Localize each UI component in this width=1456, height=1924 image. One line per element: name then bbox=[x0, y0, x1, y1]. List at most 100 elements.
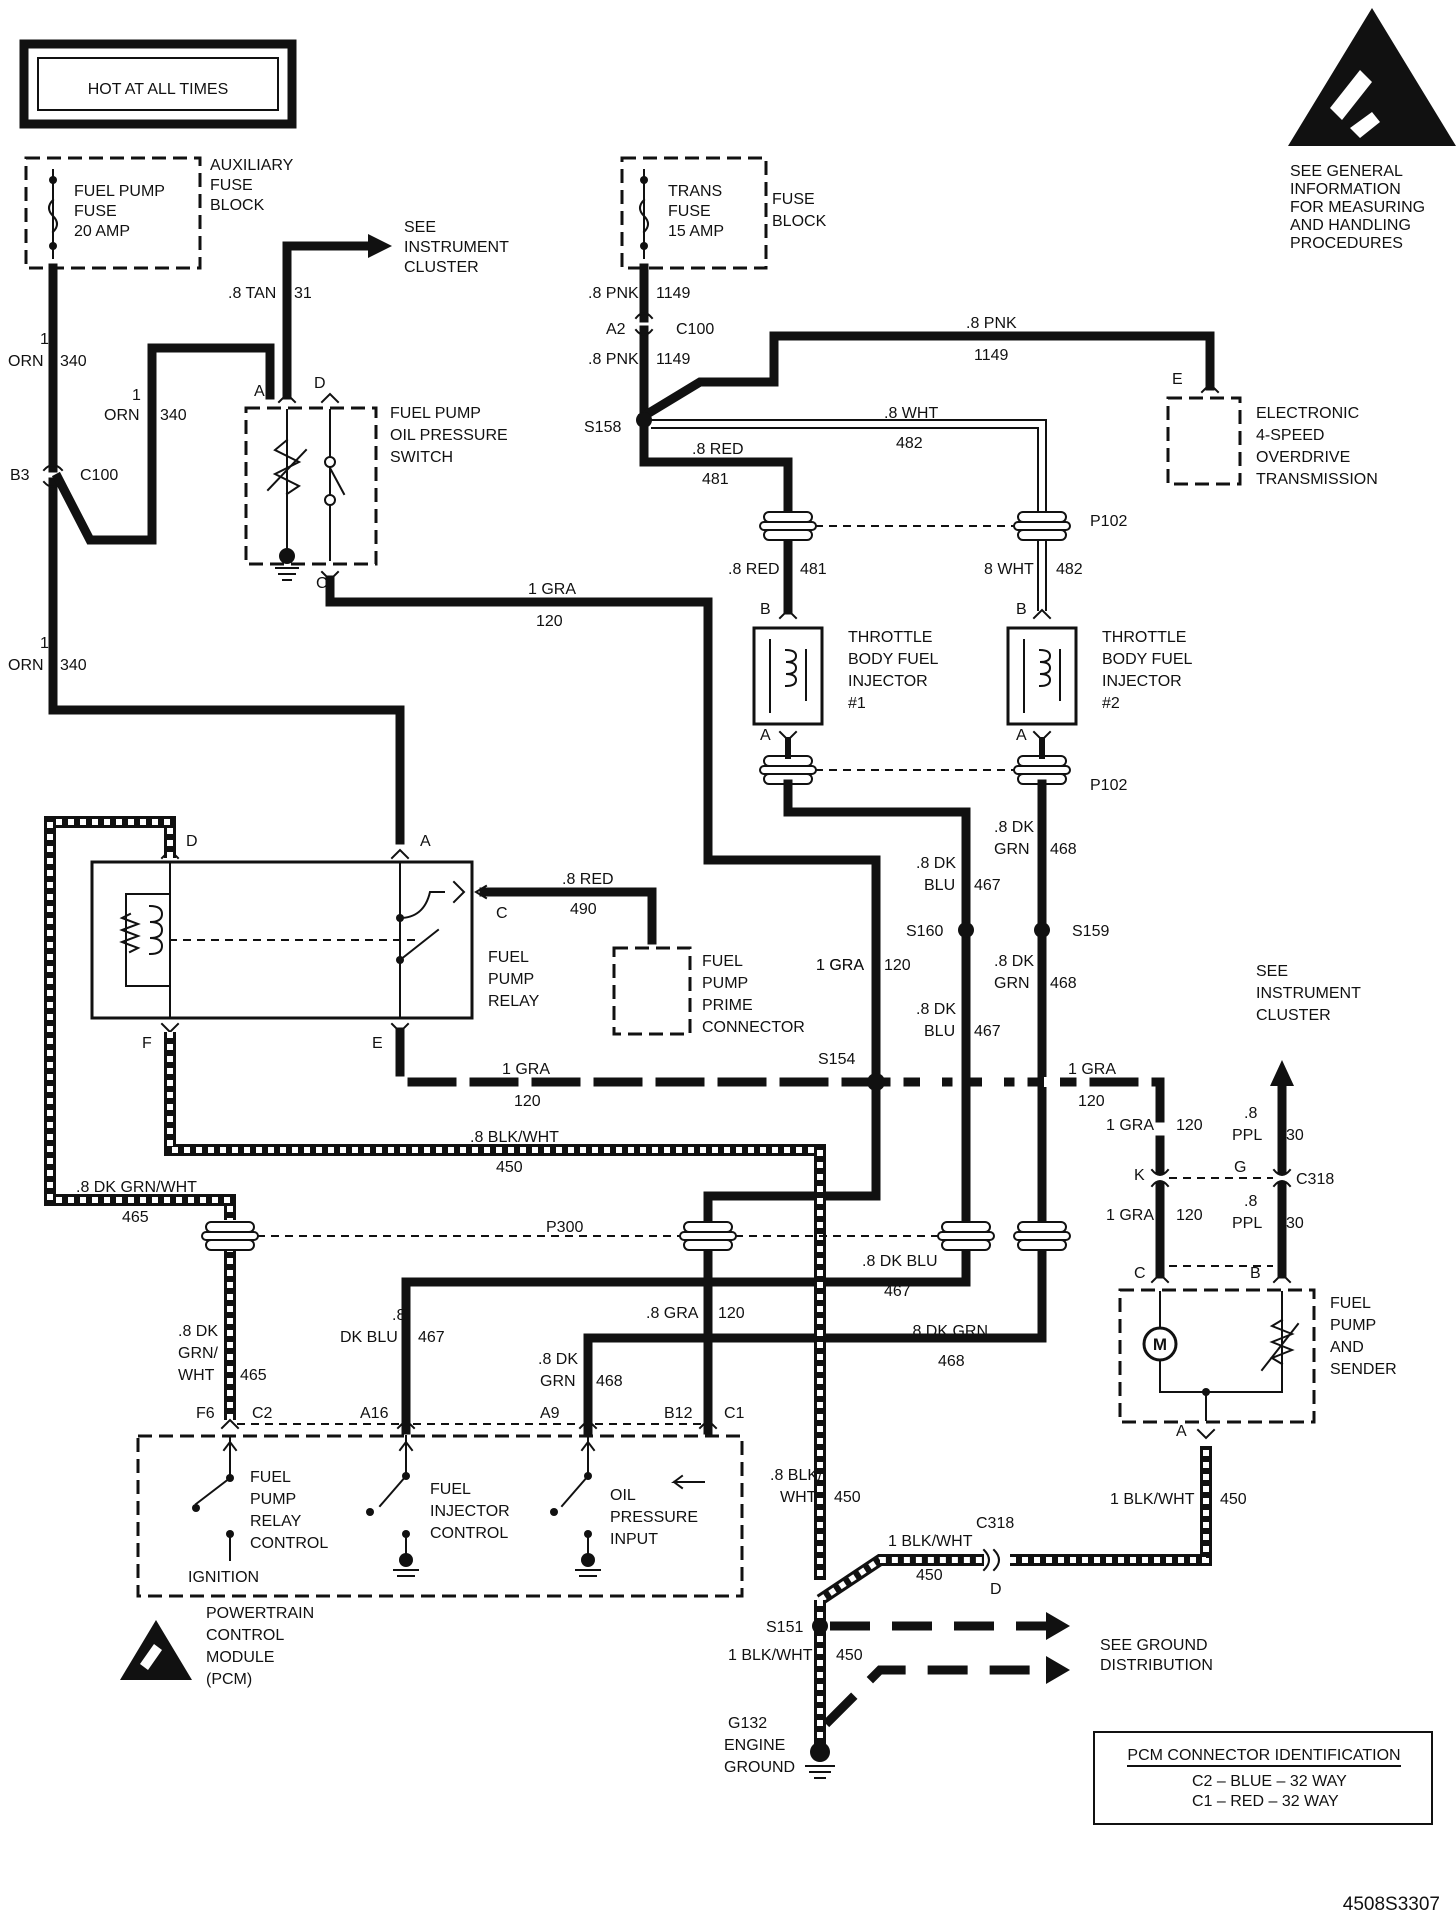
label-components-inj2-2: INJECTOR bbox=[1102, 673, 1182, 690]
label-components-inj2-1: BODY FUEL bbox=[1102, 651, 1193, 668]
label-wire-labels-orn1b: ORN bbox=[8, 353, 44, 370]
label-wire-labels-c120f: 120 bbox=[1176, 1207, 1203, 1224]
label-components-pump-sender-0: FUEL bbox=[1330, 1295, 1371, 1312]
label-wire-labels-dkblu1b: BLU bbox=[924, 877, 955, 894]
label-wire-labels-c468d: 468 bbox=[596, 1373, 623, 1390]
label-wire-labels-c468b: 468 bbox=[1050, 975, 1077, 992]
connector-c100-b3: B3 C100 bbox=[10, 464, 118, 488]
splice-s160 bbox=[958, 922, 974, 938]
label-connectors-pin-c2: C bbox=[496, 905, 508, 922]
label-components-pump-sender-3: SENDER bbox=[1330, 1361, 1397, 1378]
g132-engine-ground-icon: G132 ENGINE GROUND bbox=[724, 1715, 835, 1779]
label-components-inj1-0: THROTTLE bbox=[848, 629, 932, 646]
label-connectors-pin-g: G bbox=[1234, 1159, 1246, 1176]
label-components-pcm-oil-2: INPUT bbox=[610, 1531, 658, 1548]
label-wire-labels-dkgrn4b: GRN bbox=[540, 1373, 576, 1390]
wire-gra-120-relay bbox=[395, 1027, 1165, 1279]
label-connectors-s160: S160 bbox=[906, 923, 943, 940]
label-wire-labels-orn1: 1 bbox=[40, 331, 49, 348]
label-connectors-pin-e2: E bbox=[372, 1035, 383, 1052]
label-wire-labels-blkwht4: 1 BLK/WHT bbox=[728, 1647, 813, 1664]
label-connectors-pin-b2: B bbox=[1016, 601, 1027, 618]
throttle-body-injector-2: B THROTTLE BODY FUEL INJECTOR #2 A bbox=[1006, 601, 1193, 744]
label-wire-labels-c450b: 450 bbox=[834, 1489, 861, 1506]
label-fuses-fuel-pump-2: 20 AMP bbox=[74, 223, 130, 240]
label-components-inj2-3: #2 bbox=[1102, 695, 1120, 712]
label-components-ground-dist-1: DISTRIBUTION bbox=[1100, 1657, 1213, 1674]
label-wire-labels-blkwht3: 1 BLK/WHT bbox=[888, 1533, 973, 1550]
label-wire-labels-c468a: 468 bbox=[1050, 841, 1077, 858]
connector-c318-ground: C318 D bbox=[976, 1515, 1014, 1598]
esd-small-icon bbox=[120, 1620, 192, 1680]
label-wire-labels-pnk1: .8 PNK bbox=[588, 285, 639, 302]
label-components-pcm-relay-0: FUEL bbox=[250, 1469, 291, 1486]
label-wire-labels-dkgrnwht2c: WHT bbox=[178, 1367, 215, 1384]
label-components-oil-switch-1: OIL PRESSURE bbox=[390, 427, 508, 444]
label-wire-labels-dkgrn2: .8 DK bbox=[994, 953, 1034, 970]
label-wire-labels-red1: .8 RED bbox=[692, 441, 744, 458]
label-wire-labels-orn2: 1 bbox=[132, 387, 141, 404]
label-connectors-s159: S159 bbox=[1072, 923, 1109, 940]
label-connectors-p300: P300 bbox=[546, 1219, 583, 1236]
label-components-pcm-relay-1: PUMP bbox=[250, 1491, 296, 1508]
label-connectors-pin-d1: D bbox=[314, 375, 326, 392]
label-connectors-pin-c1: C bbox=[316, 575, 328, 592]
label-components-pump-sender-1: PUMP bbox=[1330, 1317, 1376, 1334]
see-instrument-cluster-1: SEE INSTRUMENT CLUSTER bbox=[404, 219, 509, 276]
label-components-relay-0: FUEL bbox=[488, 949, 529, 966]
label-connectors-pin-b3: B bbox=[1250, 1265, 1261, 1282]
label-components-inj1-3: #1 bbox=[848, 695, 866, 712]
label-wire-labels-c482a: 482 bbox=[896, 435, 923, 452]
label-wire-labels-c120e: 120 bbox=[884, 957, 911, 974]
label-wire-labels-dkgrn1: .8 DK bbox=[994, 819, 1034, 836]
label-wire-labels-ppl1b: PPL bbox=[1232, 1127, 1262, 1144]
label-components-pcm-relay-3: CONTROL bbox=[250, 1535, 328, 1552]
label-wire-labels-blkwht5: 1 BLK/WHT bbox=[1110, 1491, 1195, 1508]
label-components-g132-1: ENGINE bbox=[724, 1737, 785, 1754]
label-connectors-b12: B12 bbox=[664, 1405, 693, 1422]
label-fuses-trans-1: FUSE bbox=[668, 203, 711, 220]
label-wire-labels-c1149b: 1149 bbox=[656, 351, 691, 368]
label-connectors-c318a: C318 bbox=[1296, 1171, 1334, 1188]
label-wire-labels-pnk3: .8 PNK bbox=[966, 315, 1017, 332]
fuel-pump-prime-connector: FUEL PUMP PRIME CONNECTOR bbox=[612, 946, 805, 1036]
label-fuses-trans-2: 15 AMP bbox=[668, 223, 724, 240]
label-connectors-a9: A9 bbox=[540, 1405, 560, 1422]
wire-blkwht-450 bbox=[164, 1032, 1212, 1748]
label-components-instrument1-2: CLUSTER bbox=[404, 259, 479, 276]
label-wire-labels-dkgrn2b: GRN bbox=[994, 975, 1030, 992]
label-components-pcm-2: MODULE bbox=[206, 1649, 274, 1666]
label-components-pcm-3: (PCM) bbox=[206, 1671, 252, 1688]
label-fuses-fuel-pump-0: FUEL PUMP bbox=[74, 183, 165, 200]
label-wire-labels-c467d: 467 bbox=[418, 1329, 445, 1346]
wire-pnk-1149 bbox=[637, 263, 1215, 425]
label-pcm-connector-rows-1: C1 – RED – 32 WAY bbox=[1192, 1793, 1339, 1810]
label-components-inj2-0: THROTTLE bbox=[1102, 629, 1186, 646]
splice-s159 bbox=[1034, 922, 1050, 938]
label-connectors-c1: C1 bbox=[724, 1405, 745, 1422]
label-wire-labels-wht1: .8 WHT bbox=[884, 405, 938, 422]
label-wire-labels-dkblu4: .8 bbox=[392, 1307, 405, 1324]
label-components-pcm-inj-0: FUEL bbox=[430, 1481, 471, 1498]
wire-dkgrnwht-465 bbox=[44, 816, 236, 1420]
splice-s151 bbox=[812, 1618, 828, 1634]
pump-motor-symbol: M bbox=[1153, 1335, 1167, 1354]
label-wire-labels-orn2b: ORN bbox=[104, 407, 140, 424]
wire-wht-482 bbox=[651, 419, 1047, 611]
label-wire-labels-dkgrn3: .8 DK GRN bbox=[908, 1323, 988, 1340]
wire-red-490 bbox=[479, 887, 657, 945]
hot-label: HOT AT ALL TIMES bbox=[88, 81, 229, 98]
label-esd-note-3: AND HANDLING bbox=[1290, 217, 1411, 234]
label-components-etrans-2: OVERDRIVE bbox=[1256, 449, 1350, 466]
label-connectors-pin-a3: A bbox=[1016, 727, 1027, 744]
label-connectors-a2: A2 bbox=[606, 321, 626, 338]
wire-dkblu-467 bbox=[401, 779, 971, 1435]
oil-pressure-switch: FUEL PUMP OIL PRESSURE SWITCH bbox=[244, 405, 508, 581]
label-wire-labels-c31: 31 bbox=[294, 285, 312, 302]
label-components-instrument2-0: SEE bbox=[1256, 963, 1288, 980]
label-wire-labels-gra2: 1 GRA bbox=[502, 1061, 550, 1078]
label-fuses-aux-block-0: AUXILIARY bbox=[210, 157, 294, 174]
label-wire-labels-c490: 490 bbox=[570, 901, 597, 918]
label-wire-labels-gra6: 1 GRA bbox=[1106, 1207, 1154, 1224]
label-components-relay-2: RELAY bbox=[488, 993, 540, 1010]
